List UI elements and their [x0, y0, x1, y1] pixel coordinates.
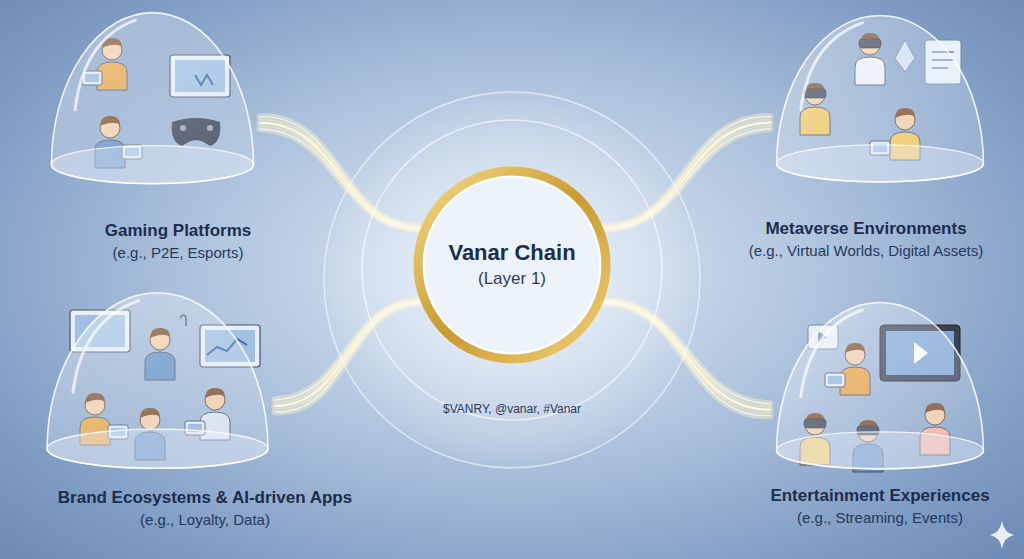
- subheading: (e.g., P2E, Esports): [105, 242, 251, 263]
- heading: Entertainment Experiences: [770, 485, 989, 507]
- heading-block: Gaming Platforms(e.g., P2E, Esports): [105, 220, 251, 263]
- heading-block: Metaverse Environments(e.g., Virtual Wor…: [749, 218, 984, 261]
- subheading: (e.g., Loyalty, Data): [58, 509, 352, 530]
- token-tags: $VANRY, @vanar, #Vanar: [322, 402, 702, 416]
- halo-circle: $VANRY, @vanar, #Vanar Vanar Chain(Layer …: [322, 90, 702, 470]
- chain-circle: Vanar Chain(Layer 1): [412, 165, 612, 365]
- dome-outline: [40, 285, 275, 480]
- heading-block: Entertainment Experiences(e.g., Streamin…: [770, 485, 989, 528]
- chain-name: Vanar Chain: [448, 239, 575, 267]
- dome-outline: [770, 8, 990, 193]
- heading: Gaming Platforms: [105, 220, 251, 242]
- dome-node: Gaming Platforms(e.g., P2E, Esports): [45, 5, 260, 195]
- chain-layer: (Layer 1): [478, 267, 546, 291]
- dome-outline: [45, 5, 260, 195]
- dome-node: Brand Ecosystems & AI-driven Apps(e.g., …: [40, 285, 275, 480]
- subheading: (e.g., Streaming, Events): [770, 507, 989, 528]
- dome-node: Entertainment Experiences(e.g., Streamin…: [770, 295, 990, 480]
- dome-outline: [770, 295, 990, 480]
- chain-label: Vanar Chain(Layer 1): [412, 165, 612, 365]
- heading: Brand Ecosystems & AI-driven Apps: [58, 487, 352, 509]
- heading-block: Brand Ecosystems & AI-driven Apps(e.g., …: [58, 487, 352, 530]
- dome-node: Metaverse Environments(e.g., Virtual Wor…: [770, 8, 990, 193]
- sparkle: [990, 521, 1014, 549]
- subheading: (e.g., Virtual Worlds, Digital Assets): [749, 240, 984, 261]
- heading: Metaverse Environments: [749, 218, 984, 240]
